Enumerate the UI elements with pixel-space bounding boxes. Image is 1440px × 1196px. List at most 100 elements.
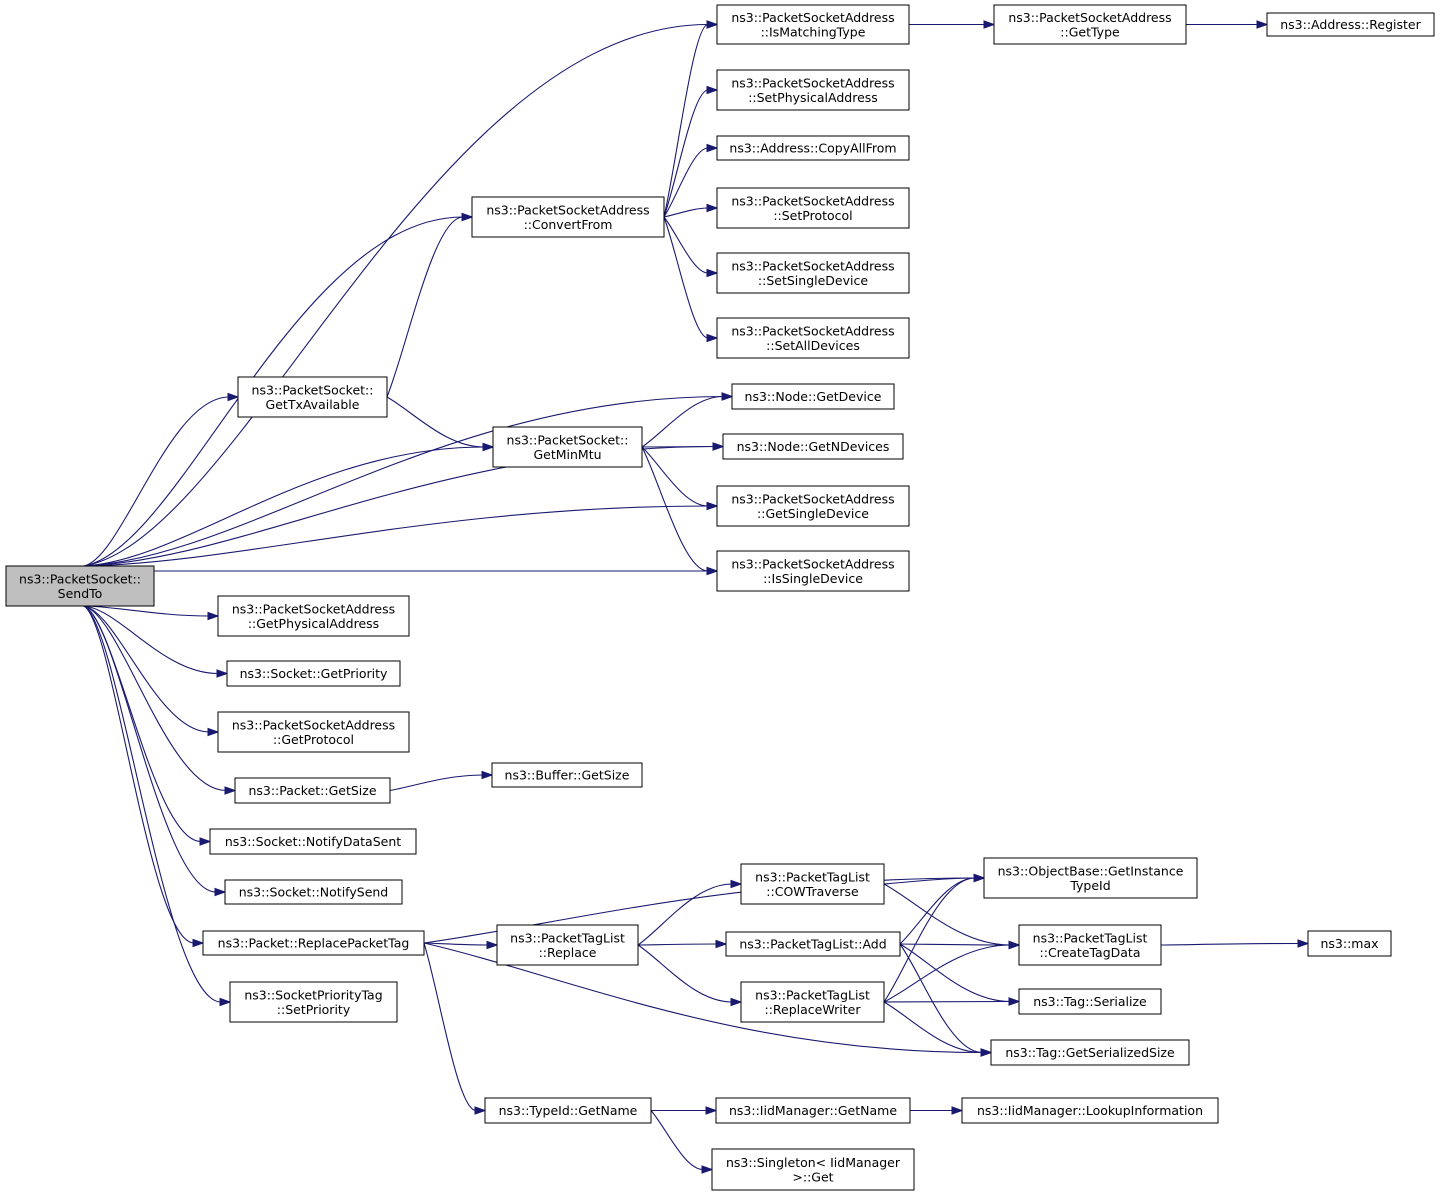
edge-convertfrom-to-setsingle [663, 216, 719, 278]
node-label: ns3::Tag::Serialize [1033, 994, 1147, 1009]
node-getdevice[interactable]: ns3::Node::GetDevice [731, 383, 895, 410]
edge-sendto-to-notifysend [83, 605, 227, 897]
node-getndevices[interactable]: ns3::Node::GetNDevices [722, 433, 904, 460]
node-label: ns3::Address::CopyAllFrom [729, 141, 896, 156]
node-box [716, 317, 910, 359]
node-label: ns3::ObjectBase::GetInstance [998, 863, 1184, 878]
edge-getminmtu-to-getsingle [641, 446, 719, 511]
node-max[interactable]: ns3::max [1307, 930, 1392, 957]
node-getsingle[interactable]: ns3::PacketSocketAddress::GetSingleDevic… [716, 485, 910, 527]
node-box [961, 1097, 1219, 1124]
arrowhead [461, 212, 474, 222]
node-setproto[interactable]: ns3::PacketSocketAddress::SetProtocol [716, 187, 910, 229]
node-createtag[interactable]: ns3::PacketTagList::CreateTagData [1018, 924, 1162, 966]
nodes-layer: ns3::PacketSocket::SendTons3::PacketSock… [5, 4, 1435, 1191]
edge-replacewriter-to-getinstance [883, 873, 986, 1003]
node-getsersize[interactable]: ns3::Tag::GetSerializedSize [990, 1039, 1190, 1066]
node-label: ns3::Tag::GetSerializedSize [1005, 1045, 1175, 1060]
node-label: ns3::Packet::ReplacePacketTag [218, 936, 410, 951]
node-issingle[interactable]: ns3::PacketSocketAddress::IsSingleDevice [716, 550, 910, 592]
node-setsingle[interactable]: ns3::PacketSocketAddress::SetSingleDevic… [716, 252, 910, 294]
node-iidgetname[interactable]: ns3::IidManager::GetName [715, 1097, 911, 1124]
node-singleton[interactable]: ns3::Singleton< IidManager>::Get [711, 1148, 915, 1191]
node-getprio[interactable]: ns3::Socket::GetPriority [226, 660, 401, 687]
node-box [716, 187, 910, 229]
node-label: TypeId [1069, 878, 1110, 893]
edge-convertfrom-to-setproto [663, 203, 719, 218]
node-label: ::GetSingleDevice [757, 506, 869, 521]
node-box [217, 595, 410, 637]
node-copyall[interactable]: ns3::Address::CopyAllFrom [716, 135, 910, 161]
arrowhead [207, 611, 220, 621]
edge-pktgetsize-to-bufgetsize [389, 770, 494, 792]
node-label: ::IsMatchingType [761, 24, 866, 39]
arrowhead [224, 786, 237, 795]
edge-sendto-to-getsingle [83, 501, 719, 567]
node-typeidgetname[interactable]: ns3::TypeId::GetName [484, 1097, 652, 1124]
arrowhead [1297, 939, 1310, 948]
node-setphys[interactable]: ns3::PacketSocketAddress::SetPhysicalAdd… [716, 69, 910, 111]
node-label: ns3::PacketSocketAddress [731, 10, 894, 25]
node-convertfrom[interactable]: ns3::PacketSocketAddress::ConvertFrom [471, 196, 665, 238]
arrowhead [1256, 20, 1269, 29]
node-setpriotag[interactable]: ns3::SocketPriorityTag::SetPriority [229, 981, 398, 1023]
node-label: ns3::max [1320, 936, 1378, 951]
edge-ismatching-to-gettype [909, 20, 996, 29]
arrowhead [706, 268, 719, 278]
node-getproto[interactable]: ns3::PacketSocketAddress::GetProtocol [217, 711, 410, 753]
edge-replacetag-to-typeidgetname [423, 942, 487, 1115]
node-replacewriter[interactable]: ns3::PacketTagList::ReplaceWriter [740, 981, 885, 1023]
node-pktgetsize[interactable]: ns3::Packet::GetSize [234, 777, 391, 804]
node-label: ns3::PacketSocketAddress [731, 258, 894, 273]
node-ptlreplace[interactable]: ns3::PacketTagList::Replace [496, 924, 639, 966]
node-box [740, 863, 885, 905]
node-label: ::SetAllDevices [766, 338, 860, 353]
node-replacetag[interactable]: ns3::Packet::ReplacePacketTag [202, 930, 425, 956]
node-box [229, 981, 398, 1023]
edge-ptlreplace-to-replacewriter [637, 944, 743, 1007]
edge-sendto-to-getdevice [83, 392, 734, 567]
edge-typeidgetname-to-singleton [650, 1110, 714, 1174]
node-getminmtu[interactable]: ns3::PacketSocket::GetMinMtu [492, 426, 643, 468]
node-lookup[interactable]: ns3::IidManager::LookupInformation [961, 1097, 1219, 1124]
node-label: ns3::PacketTagList [755, 987, 870, 1002]
node-label: ns3::PacketSocket:: [252, 382, 374, 397]
node-getphys[interactable]: ns3::PacketSocketAddress::GetPhysicalAdd… [217, 595, 410, 637]
node-box [224, 879, 403, 905]
edge-replacewriter-to-getsersize [883, 1001, 993, 1057]
node-cowtraverse[interactable]: ns3::PacketTagList::COWTraverse [740, 863, 885, 905]
node-tagserialize[interactable]: ns3::Tag::Serialize [1018, 988, 1162, 1015]
node-gettxavail[interactable]: ns3::PacketSocket::GetTxAvailable [237, 376, 388, 418]
node-label: ::SetPriority [277, 1002, 351, 1017]
node-label: ::GetType [1060, 24, 1120, 39]
node-label: GetMinMtu [533, 447, 601, 462]
node-label: ns3::PacketTagList [510, 930, 625, 945]
arrowhead [705, 1106, 718, 1115]
node-bufgetsize[interactable]: ns3::Buffer::GetSize [491, 762, 643, 788]
node-ismatching[interactable]: ns3::PacketSocketAddress::IsMatchingType [716, 4, 910, 45]
node-label: ::SetProtocol [773, 208, 852, 223]
node-sendto[interactable]: ns3::PacketSocket::SendTo [5, 565, 155, 607]
edge-sendto-to-issingle [153, 566, 719, 576]
node-box [491, 762, 643, 788]
arrowhead [715, 939, 728, 949]
node-ptladd[interactable]: ns3::PacketTagList::Add [725, 931, 901, 957]
edge-sendto-to-setpriotag [83, 605, 232, 1007]
edge-sendto-to-replacetag [83, 605, 205, 948]
node-setalldev[interactable]: ns3::PacketSocketAddress::SetAllDevices [716, 317, 910, 359]
node-notifysend[interactable]: ns3::Socket::NotifySend [224, 879, 403, 905]
node-label: ::GetPhysicalAddress [248, 616, 379, 631]
node-box [716, 550, 910, 592]
node-box [492, 426, 643, 468]
node-label: ns3::Socket::GetPriority [240, 666, 388, 681]
arrowhead [701, 1165, 714, 1174]
node-gettype[interactable]: ns3::PacketSocketAddress::GetType [993, 4, 1187, 45]
node-notifydata[interactable]: ns3::Socket::NotifyDataSent [209, 828, 417, 855]
node-box [209, 828, 417, 855]
edges-layer [83, 20, 1310, 1174]
node-register[interactable]: ns3::Address::Register [1266, 12, 1435, 37]
edge-ptladd-to-getsersize [899, 943, 993, 1057]
node-box [716, 485, 910, 527]
edge-ptlreplace-to-cowtraverse [637, 879, 743, 946]
